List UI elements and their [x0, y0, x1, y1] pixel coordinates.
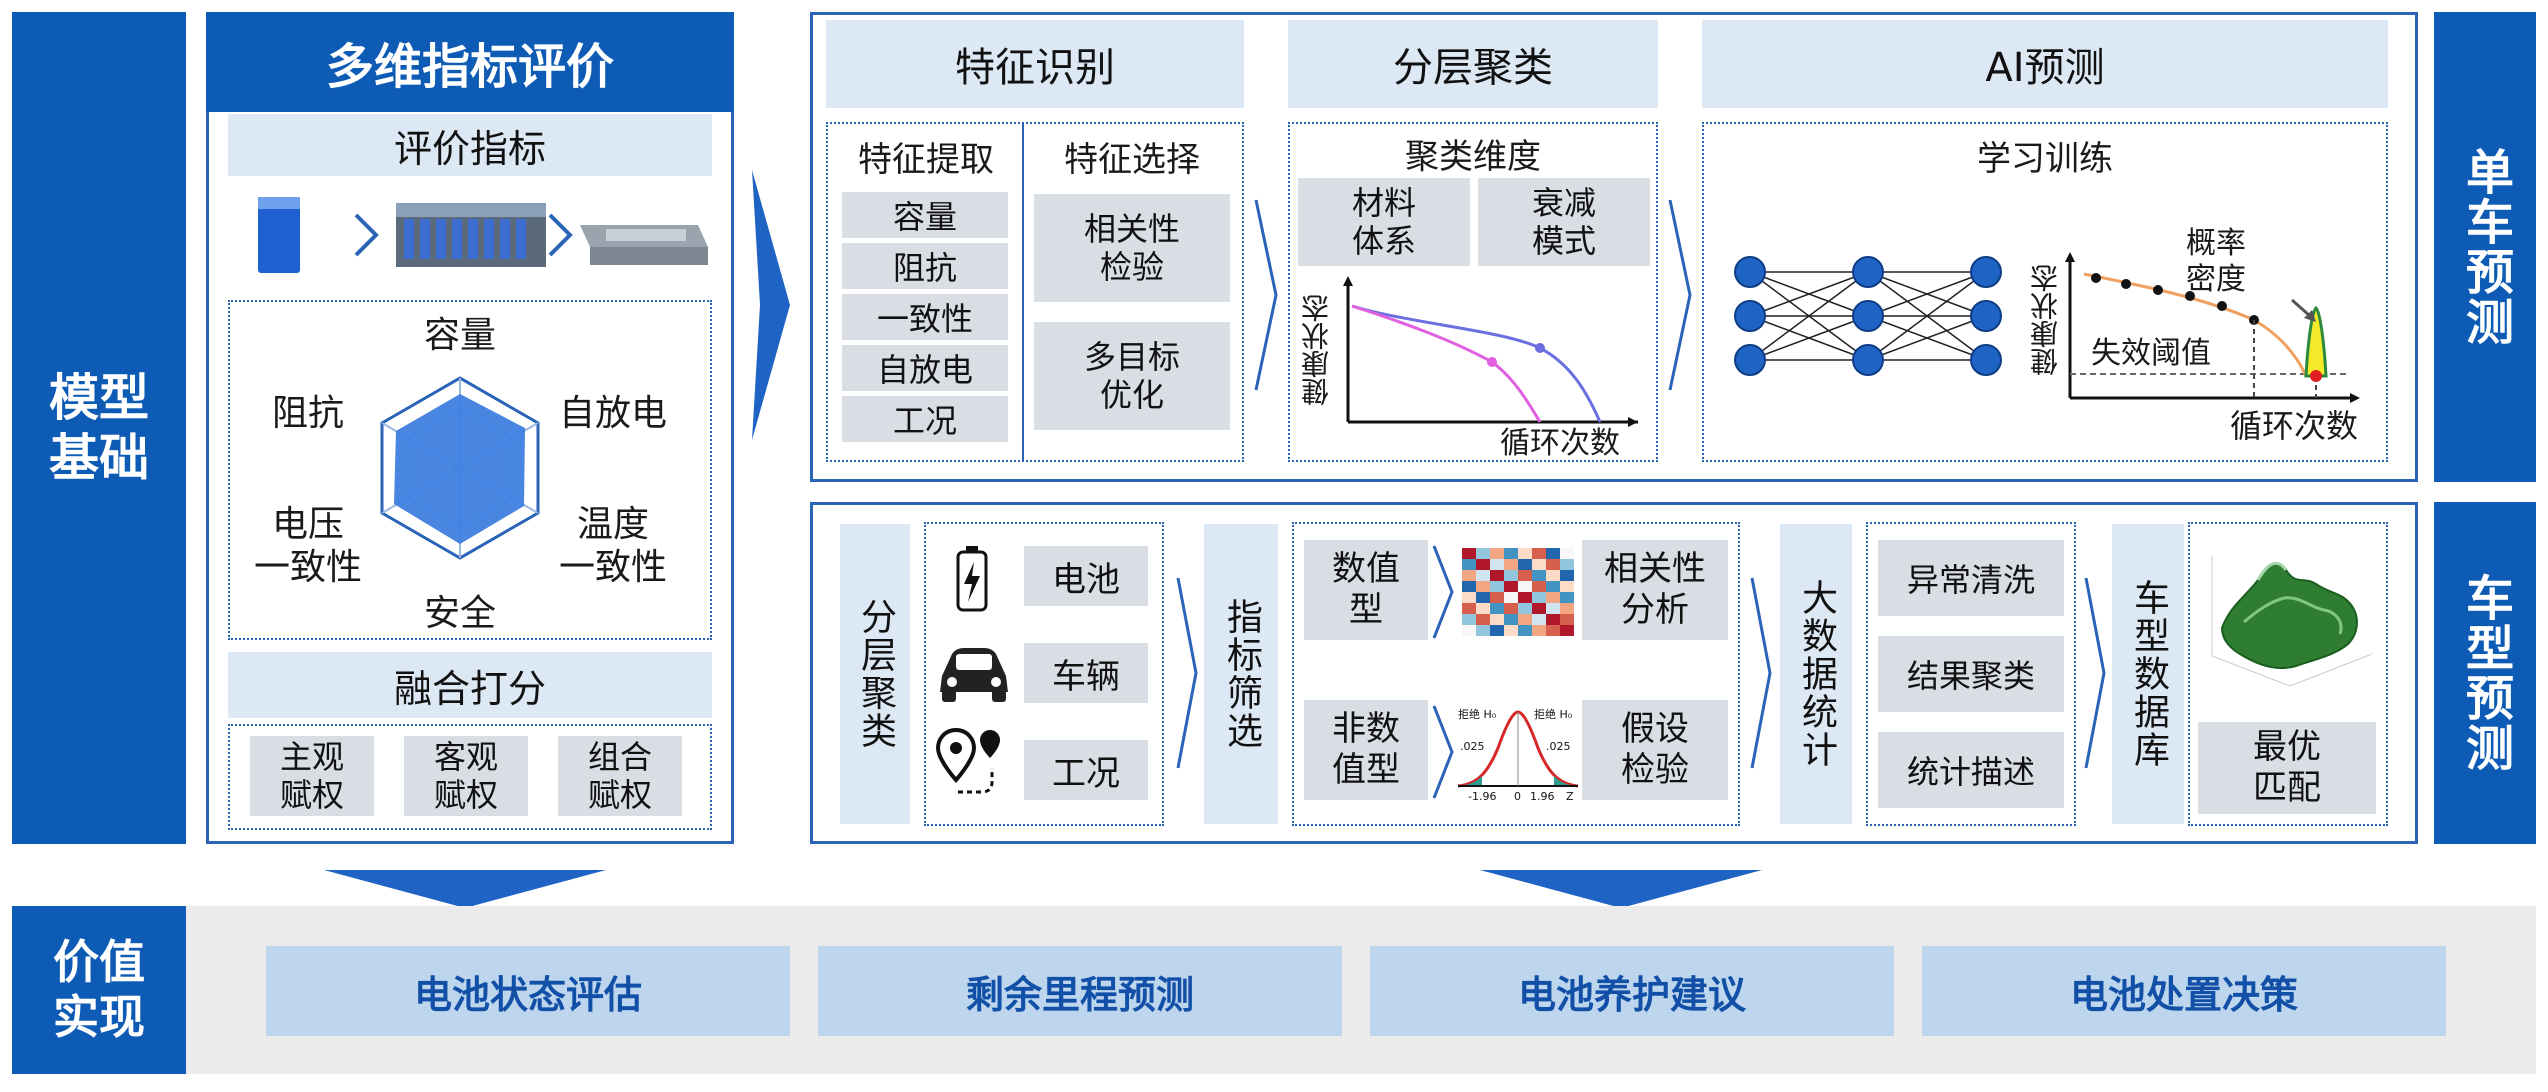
optimal-match: 最优 匹配	[2198, 722, 2376, 814]
radar-label-voltage-consistency: 电压 一致性	[253, 503, 362, 588]
radar-label-temperature-consistency: 温度 一致性	[558, 503, 667, 588]
weight-subjective: 主观 赋权	[250, 736, 374, 816]
analysis-correlation: 相关性 分析	[1582, 540, 1728, 640]
type-non-numeric: 非数 值型	[1304, 700, 1428, 800]
feature-selection-multi-objective: 多目标 优化	[1034, 322, 1230, 430]
radar-label-capacity: 容量	[423, 315, 496, 356]
feature-extraction-title: 特征提取	[858, 139, 994, 180]
tick-z: Z	[1566, 790, 1574, 803]
radar-chart	[380, 376, 540, 560]
chevron-right-icon	[1750, 577, 1772, 769]
cluster-dim-material: 材料 体系	[1298, 178, 1470, 266]
header-layer-clustering: 分层聚类	[1288, 20, 1658, 108]
3d-surface-plot	[2211, 556, 2373, 687]
type-numeric: 数值 型	[1304, 540, 1428, 640]
indicator-screening-label: 指标筛选	[1204, 524, 1278, 824]
failure-threshold-label: 失效阈值	[2091, 336, 2211, 371]
big-data-statistics-label: 大数据统计	[1780, 524, 1852, 824]
chevron-right-icon	[1668, 199, 1692, 391]
battery-pack-icon	[580, 225, 708, 265]
feature-selection-correlation-test: 相关性 检验	[1034, 194, 1230, 302]
feature-item-operating-condition: 工况	[842, 396, 1008, 442]
feature-item-impedance: 阻抗	[842, 243, 1008, 289]
header-ai-prediction: AI预测	[1702, 20, 2388, 108]
alpha-left-label: .025	[1460, 740, 1485, 753]
category-operating-condition: 工况	[1024, 740, 1148, 800]
feature-item-consistency: 一致性	[842, 294, 1008, 340]
battery-cell-icon	[258, 197, 300, 273]
analysis-hypothesis-test: 假设 检验	[1582, 700, 1728, 800]
feature-selection-title: 特征选择	[1064, 139, 1200, 180]
clustering-dimension-title: 聚类维度	[1405, 136, 1541, 177]
value-realization-label: 价值 实现	[12, 906, 186, 1074]
chevron-right-icon	[1254, 199, 1278, 391]
reject-h0-right-label: 拒绝 H₀	[1534, 708, 1573, 721]
radar-label-self-discharge: 自放电	[558, 393, 667, 434]
radar-label-impedance: 阻抗	[271, 393, 344, 434]
location-route-icon	[935, 727, 1000, 794]
chevron-right-icon	[1432, 545, 1454, 639]
curve-material-b	[1351, 304, 1542, 423]
category-vehicle: 车辆	[1024, 643, 1148, 703]
tick-neg-196: -1.96	[1468, 790, 1497, 803]
chevron-right-icon	[1176, 577, 1198, 769]
chevron-right-icon	[354, 213, 379, 257]
reject-h0-left-label: 拒绝 H₀	[1458, 708, 1497, 721]
down-chevron-icon	[324, 870, 606, 908]
layer-cluster-label: 分层聚类	[840, 524, 910, 824]
value-battery-maintenance-advice: 电池养护建议	[1370, 946, 1894, 1036]
single-vehicle-prediction-label: 单车预测	[2434, 12, 2536, 482]
stat-anomaly-cleaning: 异常清洗	[1878, 540, 2064, 616]
down-chevron-icon	[1480, 870, 1762, 908]
soh-prediction-chart	[2065, 252, 2360, 403]
category-battery: 电池	[1024, 546, 1148, 606]
probability-density-peak	[2304, 305, 2328, 378]
header-feature-identification: 特征识别	[826, 20, 1244, 108]
chevron-right-icon	[1432, 705, 1454, 799]
chevron-right-icon	[548, 213, 573, 257]
ai-y-label: 健康状态	[2029, 264, 2062, 376]
rejection-region-right	[1554, 776, 1578, 786]
battery-icon	[956, 546, 988, 612]
feature-item-self-discharge: 自放电	[842, 345, 1008, 391]
learning-training-title: 学习训练	[1977, 138, 2113, 179]
car-icon	[940, 648, 1008, 702]
radar-value-area	[394, 394, 525, 544]
radar-label-safety: 安全	[423, 593, 496, 634]
ai-x-label: 循环次数	[2229, 407, 2358, 445]
rejection-region-left	[1458, 776, 1482, 786]
alpha-right-label: .025	[1546, 740, 1571, 753]
fusion-header: 融合打分	[228, 652, 712, 718]
stat-result-clustering: 结果聚类	[1878, 636, 2064, 712]
stat-statistical-description: 统计描述	[1878, 732, 2064, 808]
vehicle-model-prediction-label: 车型预测	[2434, 502, 2536, 844]
cluster-x-label: 循环次数	[1500, 426, 1620, 461]
vehicle-model-database-label: 车型数据库	[2112, 524, 2184, 824]
tick-pos-196: 1.96	[1530, 790, 1555, 803]
predicted-failure-point	[2310, 370, 2322, 382]
value-remaining-range-prediction: 剩余里程预测	[818, 946, 1342, 1036]
cluster-dim-degradation: 衰减 模式	[1478, 178, 1650, 266]
eval-panel-title: 多维指标评价	[206, 12, 734, 112]
degradation-curve-chart	[1343, 276, 1638, 427]
weight-combined: 组合 赋权	[558, 736, 682, 816]
chevron-right-icon	[2084, 577, 2106, 769]
feature-item-capacity: 容量	[842, 192, 1008, 238]
weight-objective: 客观 赋权	[404, 736, 528, 816]
curve-material-a	[1351, 304, 1602, 423]
cluster-y-label: 健康状态	[1300, 294, 1333, 406]
battery-module-icon	[396, 203, 546, 267]
hypothesis-test-distribution	[1457, 710, 1579, 788]
tick-zero: 0	[1514, 790, 1521, 803]
correlation-heatmap	[1462, 548, 1574, 636]
neural-network-diagram	[1734, 256, 2002, 376]
battery-progression-illustration	[258, 197, 708, 273]
value-battery-disposal-decision: 电池处置决策	[1922, 946, 2446, 1036]
model-basis-label: 模型 基础	[12, 12, 186, 844]
connector-chevron-icon	[752, 170, 790, 440]
probability-density-label: 概率 密度	[2186, 226, 2246, 297]
feature-divider	[1022, 124, 1024, 460]
indicators-header: 评价指标	[228, 114, 712, 176]
value-battery-state-assessment: 电池状态评估	[266, 946, 790, 1036]
